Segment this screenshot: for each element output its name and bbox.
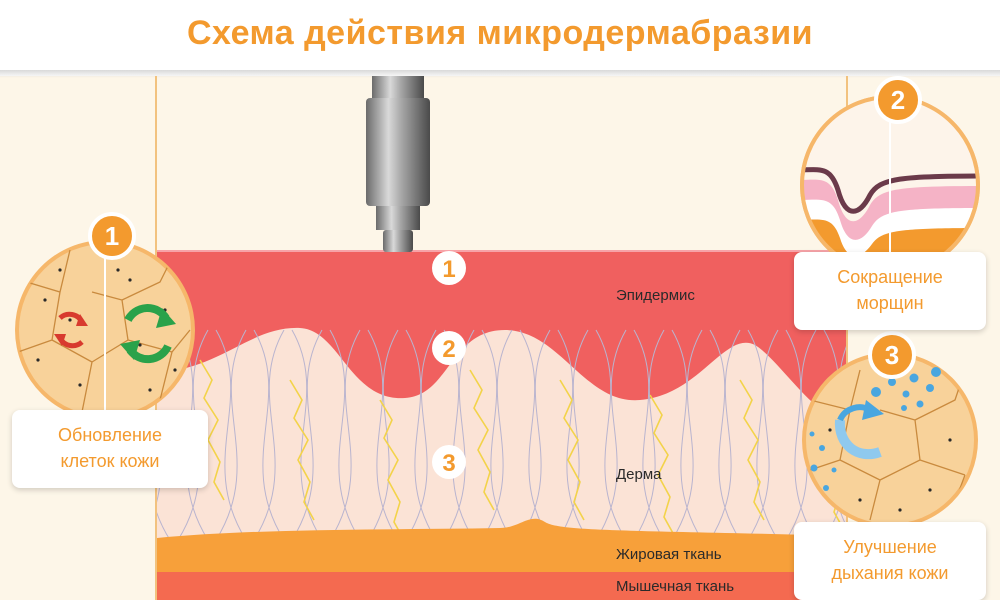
right-guide-line: [846, 76, 848, 600]
callout-skin-breathing-line1: Улучшение: [843, 537, 937, 557]
page-title: Схема действия микродермабразии: [186, 14, 814, 52]
svg-text:2: 2: [891, 85, 905, 115]
callout-cell-renewal-box: Обновление клеток кожи: [12, 410, 208, 488]
marker-2: 2: [432, 331, 466, 365]
svg-text:1: 1: [105, 221, 119, 251]
air-bubbles-icon: [809, 367, 941, 491]
breathing-arrow-icon: [834, 400, 884, 460]
callout-skin-breathing-line2: дыхания кожи: [831, 563, 949, 583]
small-refresh-arrows-icon: [54, 311, 88, 349]
large-refresh-arrows-icon: [120, 304, 176, 364]
svg-text:1: 1: [442, 256, 455, 283]
skin-layers: [157, 250, 846, 600]
callout-cell-renewal-line1: Обновление: [58, 425, 162, 445]
epidermis-layer: [157, 252, 846, 420]
callout-wrinkle-reduction-line1: Сокращение: [837, 267, 943, 287]
header-shadow: [0, 70, 1000, 78]
callout-cell-renewal-line2: клеток кожи: [60, 451, 160, 471]
marker-1: 1: [432, 251, 466, 285]
microdermabrasion-handpiece: [366, 76, 430, 252]
epidermis-label: Эпидермис: [616, 287, 695, 304]
callout-skin-breathing-box: Улучшение дыхания кожи: [794, 522, 986, 600]
callout-circle-cell-renewal: 1: [15, 212, 195, 420]
svg-text:2: 2: [442, 336, 455, 363]
callout-circle-skin-breathing: 3: [802, 331, 978, 528]
svg-text:3: 3: [442, 450, 455, 477]
marker-3: 3: [432, 445, 466, 479]
callout-wrinkle-reduction-box: Сокращение морщин: [794, 252, 986, 330]
callout-wrinkle-reduction-line2: морщин: [856, 293, 924, 313]
fat-tissue-label: Жировая ткань: [616, 546, 722, 563]
muscle-tissue-label: Мышечная ткань: [616, 578, 735, 595]
muscle-layer: [157, 572, 846, 600]
svg-text:3: 3: [885, 340, 899, 370]
dermis-label: Дерма: [616, 466, 662, 483]
header: Схема действия микродермабразии: [0, 0, 1000, 72]
